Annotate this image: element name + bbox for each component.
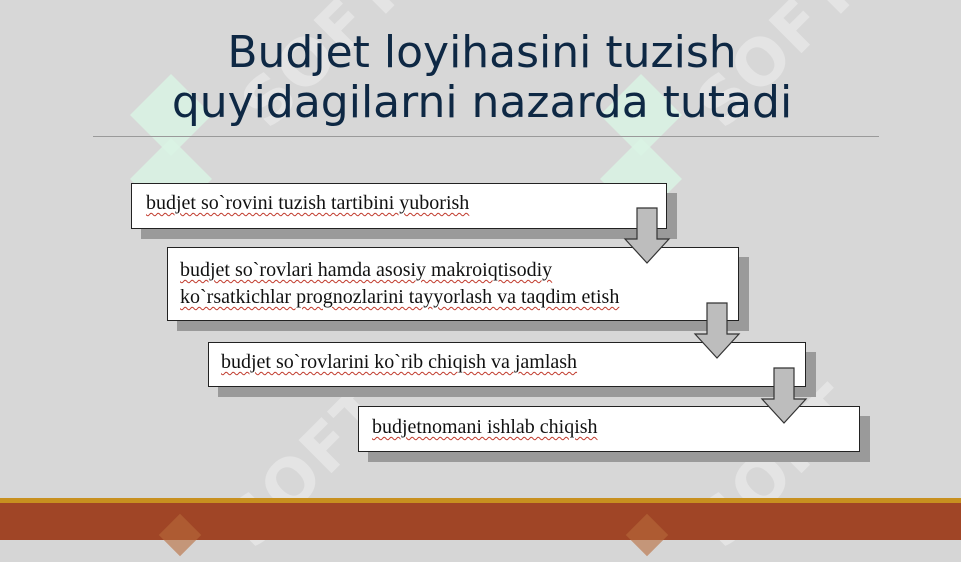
step-2-text-line-1: budjet so`rovlari hamda asosiy makroiqti… xyxy=(180,259,553,281)
step-box-3: budjet so`rovlarini ko`rib chiqish va ja… xyxy=(208,342,806,387)
page-title: Budjet loyihasini tuzish quyidagilarni n… xyxy=(120,28,844,128)
step-4-text: budjetnomani ishlab chiqish xyxy=(372,416,598,438)
step-box-4: budjetnomani ishlab chiqish xyxy=(358,406,860,452)
step-3-text: budjet so`rovlarini ko`rib chiqish va ja… xyxy=(221,351,578,373)
footer-rust-band xyxy=(0,503,961,540)
title-line-1: Budjet loyihasini tuzish xyxy=(227,27,737,78)
footer-gold-band xyxy=(0,498,961,503)
down-arrow-icon xyxy=(623,207,671,264)
title-divider xyxy=(93,136,879,137)
step-box-2: budjet so`rovlari hamda asosiy makroiqti… xyxy=(167,247,739,321)
step-1-text: budjet so`rovini tuzish tartibini yubori… xyxy=(146,192,470,214)
down-arrow-icon xyxy=(693,302,741,359)
step-2-text-line-2: ko`rsatkichlar prognozlarini tayyorlash … xyxy=(180,286,620,308)
step-box-1: budjet so`rovini tuzish tartibini yubori… xyxy=(131,183,667,229)
down-arrow-icon xyxy=(760,367,808,424)
title-line-2: quyidagilarni nazarda tutadi xyxy=(171,77,793,128)
